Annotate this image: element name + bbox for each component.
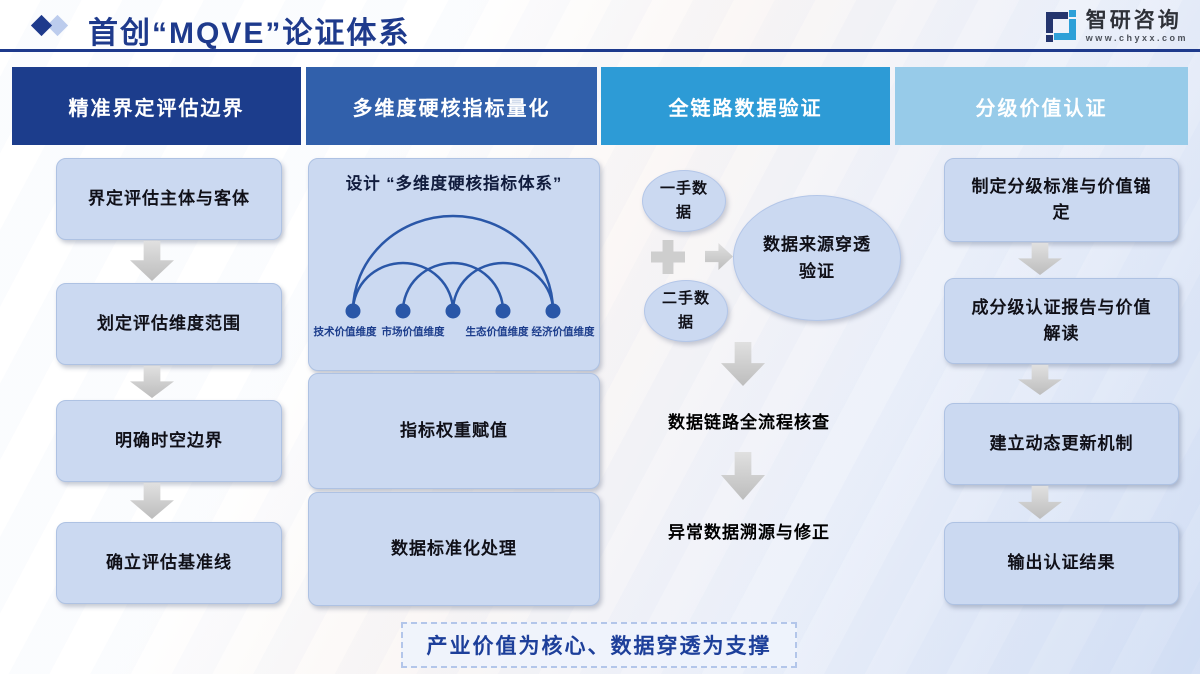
arrow-down-icon bbox=[721, 452, 765, 500]
dimension-label-tech: 技术价值维度 bbox=[313, 326, 377, 338]
arrow-down-icon bbox=[130, 366, 174, 398]
arrow-down-icon bbox=[130, 483, 174, 519]
flow-box-define-subject: 界定评估主体与客体 bbox=[56, 158, 282, 240]
node-dot bbox=[445, 303, 461, 319]
arc-2-4 bbox=[401, 261, 505, 312]
arc-1-5 bbox=[351, 214, 555, 312]
dimension-label-market: 市场价值维度 bbox=[381, 326, 445, 338]
node-dot bbox=[545, 303, 561, 319]
bottom-banner: 产业价值为核心、数据穿透为支撑 bbox=[401, 622, 797, 668]
diagram-title: 设计 “多维度硬核指标体系” bbox=[345, 175, 563, 193]
column-header-1: 精准界定评估边界 bbox=[12, 67, 301, 145]
arrow-down-icon bbox=[1018, 486, 1062, 519]
step-full-chain-check: 数据链路全流程核查 bbox=[668, 413, 830, 432]
flow-box-spacetime-boundary: 明确时空边界 bbox=[56, 400, 282, 482]
flow-box-dynamic-update: 建立动态更新机制 bbox=[944, 403, 1179, 485]
logo-text: 智研咨询 www.chyxx.com bbox=[1086, 9, 1188, 42]
arrow-down-icon bbox=[1018, 365, 1062, 395]
hub-circle-source-verification: 数据来源穿透验证 bbox=[733, 195, 901, 321]
arrow-down-icon bbox=[1018, 243, 1062, 275]
dimension-arc-diagram bbox=[345, 214, 561, 319]
column-header-2: 多维度硬核指标量化 bbox=[306, 67, 597, 145]
node-dot bbox=[345, 303, 361, 319]
brand-logo: 智研咨询 www.chyxx.com bbox=[1042, 8, 1188, 44]
arrow-down-icon bbox=[130, 241, 174, 281]
node-dot bbox=[495, 303, 511, 319]
flow-box-certification-report: 成分级认证报告与价值解读 bbox=[944, 278, 1179, 364]
logo-name: 智研咨询 bbox=[1085, 9, 1182, 33]
title-bar: 首创“MQVE”论证体系 智研咨询 www.chyxx.com bbox=[0, 0, 1200, 52]
column-header-4: 分级价值认证 bbox=[895, 67, 1188, 145]
source-circle-secondary-data: 二手数据 bbox=[644, 280, 728, 342]
dimension-label-economy: 经济价值维度 bbox=[531, 326, 595, 338]
dimension-label-ecology: 生态价值维度 bbox=[465, 326, 529, 338]
indicator-system-panel: 设计 “多维度硬核指标体系” 技术价值维度 市场价值维度 生态价值维度 经济价值… bbox=[308, 158, 600, 371]
step-anomaly-correction: 异常数据溯源与修正 bbox=[668, 523, 830, 542]
diamond-icon bbox=[30, 14, 53, 37]
flow-box-grading-standard: 制定分级标准与价值锚定 bbox=[944, 158, 1179, 242]
source-circle-primary-data: 一手数据 bbox=[642, 170, 726, 232]
arrow-right-icon bbox=[705, 243, 733, 270]
arc-3-5 bbox=[451, 261, 555, 312]
flow-box-weight-assignment: 指标权重赋值 bbox=[308, 373, 600, 489]
plus-icon bbox=[651, 240, 685, 274]
zhiyan-logo-mark bbox=[1045, 10, 1076, 42]
flow-box-dimension-scope: 划定评估维度范围 bbox=[56, 283, 282, 365]
page-title: 首创“MQVE”论证体系 bbox=[88, 17, 411, 50]
node-dot bbox=[395, 303, 411, 319]
flow-box-output-result: 输出认证结果 bbox=[944, 522, 1179, 605]
arrow-down-icon bbox=[721, 342, 765, 386]
flow-box-baseline: 确立评估基准线 bbox=[56, 522, 282, 604]
logo-url: www.chyxx.com bbox=[1085, 32, 1188, 43]
flow-box-data-standardization: 数据标准化处理 bbox=[308, 492, 600, 606]
column-header-3: 全链路数据验证 bbox=[601, 67, 890, 145]
arc-1-3 bbox=[351, 261, 455, 312]
